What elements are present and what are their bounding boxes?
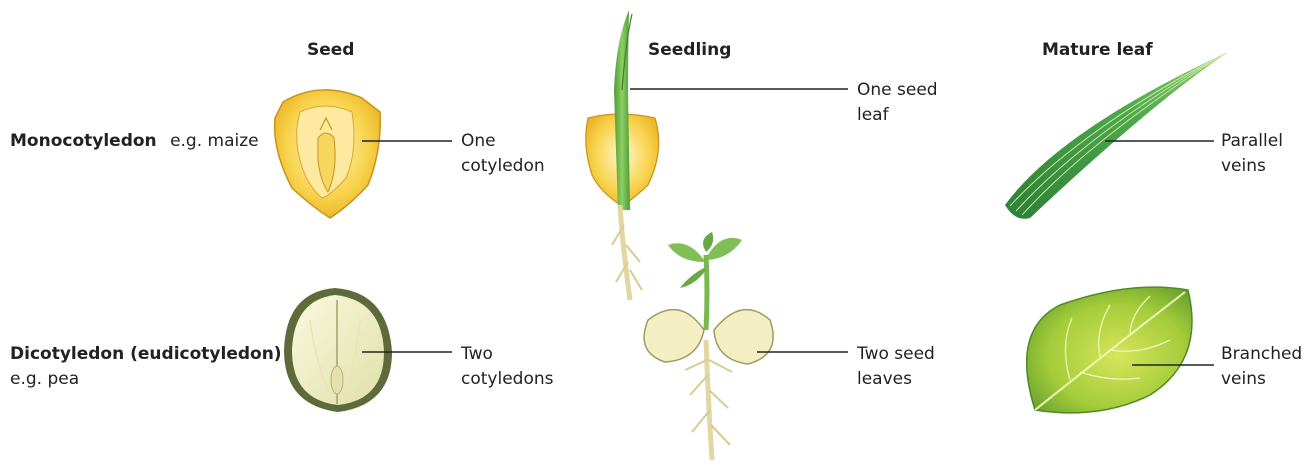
- label-line: cotyledon: [461, 154, 545, 179]
- label-line: One seed: [857, 78, 938, 103]
- label-line: leaf: [857, 103, 938, 128]
- label-two-cotyledons: Two cotyledons: [461, 342, 553, 392]
- label-one-cotyledon: One cotyledon: [461, 129, 545, 179]
- label-line: cotyledons: [461, 367, 553, 392]
- label-line: leaves: [857, 367, 935, 392]
- pea-seedling-icon: [644, 232, 773, 460]
- label-line: Two seed: [857, 342, 935, 367]
- branched-veined-leaf-icon: [1027, 287, 1192, 413]
- label-parallel-veins: Parallel veins: [1221, 129, 1283, 179]
- maize-seedling-icon: [586, 10, 659, 300]
- label-two-seed-leaves: Two seed leaves: [857, 342, 935, 392]
- label-line: veins: [1221, 154, 1283, 179]
- label-branched-veins: Branched veins: [1221, 342, 1302, 392]
- label-one-seed-leaf: One seed leaf: [857, 78, 938, 128]
- maize-seed-icon: [275, 90, 381, 218]
- label-line: veins: [1221, 367, 1302, 392]
- label-line: Branched: [1221, 342, 1302, 367]
- label-line: Parallel: [1221, 129, 1283, 154]
- label-line: One: [461, 129, 545, 154]
- pea-seed-icon: [284, 288, 392, 412]
- parallel-veined-leaf-icon: [1005, 52, 1228, 219]
- label-line: Two: [461, 342, 553, 367]
